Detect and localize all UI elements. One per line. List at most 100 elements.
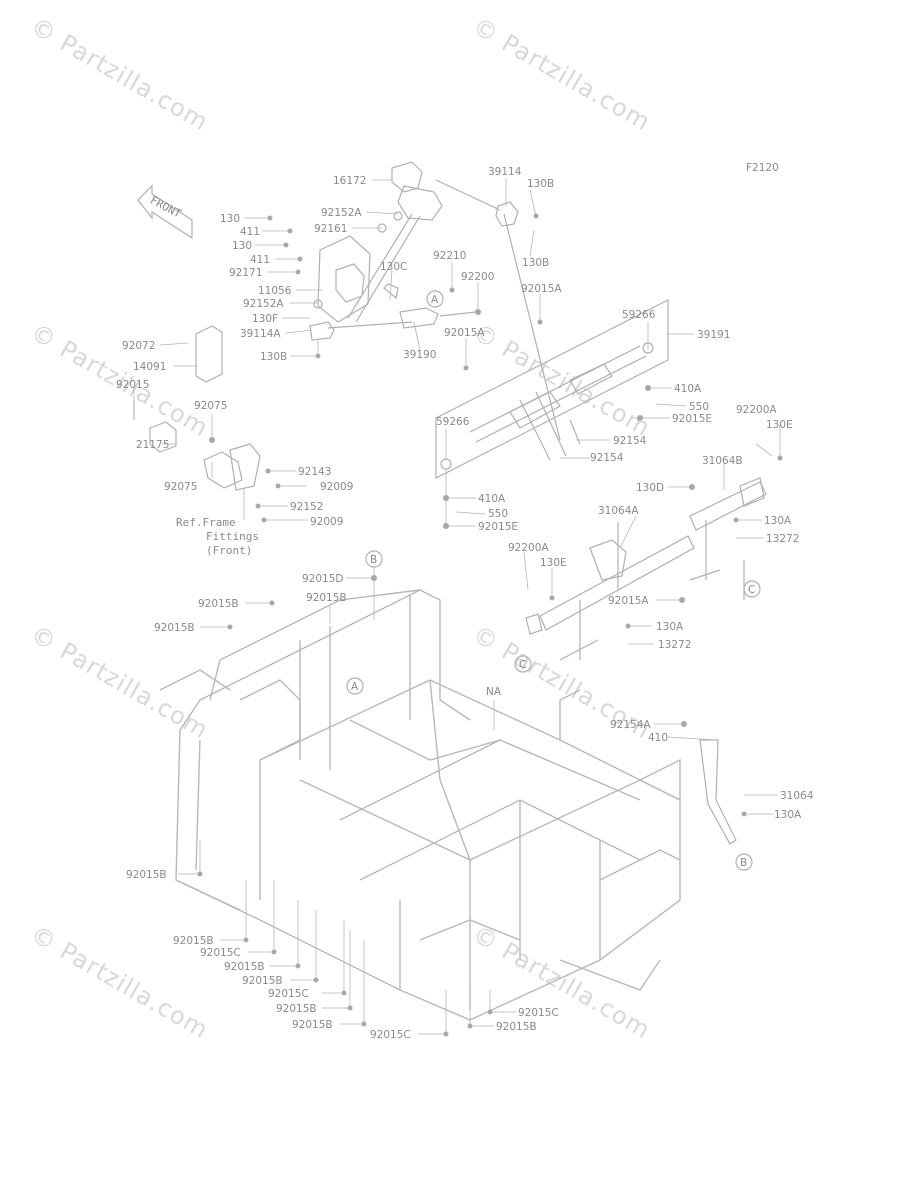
steering-rack-group [435, 213, 669, 479]
part-label: 92015B [276, 1003, 317, 1015]
part-label: 39191 [697, 329, 730, 341]
part-label: 31064A [598, 505, 639, 517]
part-label: 11056 [258, 285, 292, 297]
part-label: 59266 [436, 416, 470, 428]
part-label: 92009 [320, 481, 353, 493]
part-label: 92015 [116, 379, 149, 391]
part-label: 130A [656, 621, 684, 633]
part-label: 31064 [780, 790, 814, 802]
part-label: 550 [488, 508, 508, 520]
ref-note-line: Ref.Frame [176, 516, 236, 529]
part-label: 92015B [496, 1021, 537, 1033]
part-label: 13272 [658, 639, 691, 651]
part-label: 92015C [200, 947, 241, 959]
part-label: 130F [252, 313, 278, 325]
part-label: 92015B [173, 935, 214, 947]
svg-text:A: A [431, 294, 439, 306]
part-label: 92015A [444, 327, 485, 339]
callout-c-2: C [514, 655, 532, 673]
part-label: 130 [220, 213, 240, 225]
part-label: 411 [240, 226, 260, 238]
part-label: 130E [540, 557, 567, 569]
steering-column-group [309, 161, 519, 341]
part-label: 92152A [243, 298, 284, 310]
part-label: 14091 [133, 361, 166, 373]
part-label: 92015D [302, 573, 344, 585]
svg-text:C: C [748, 584, 755, 596]
part-label: 92154A [610, 719, 651, 731]
ref-note-line: (Front) [206, 544, 252, 557]
right-bracket-group [525, 477, 767, 845]
part-label: 130B [527, 178, 554, 190]
svg-text:B: B [740, 857, 747, 869]
part-label: 410A [478, 493, 506, 505]
part-label: 92200 [461, 271, 494, 283]
svg-text:C: C [519, 659, 526, 671]
part-label: 92161 [314, 223, 347, 235]
part-label: 130D [636, 482, 664, 494]
leader-lines [133, 178, 781, 1035]
part-label: 92015A [521, 283, 562, 295]
main-frame [159, 589, 681, 1021]
part-label: 92210 [433, 250, 466, 262]
part-label: 59266 [622, 309, 656, 321]
leader-dots [197, 213, 783, 1037]
part-label: 410 [648, 732, 668, 744]
part-label: 39114A [240, 328, 281, 340]
part-label: 92015B [126, 869, 167, 881]
left-bracket-group [133, 325, 261, 491]
callout-c-1: C [743, 580, 761, 598]
part-label: 92015E [478, 521, 518, 533]
part-label: 550 [689, 401, 709, 413]
part-label: 410A [674, 383, 702, 395]
part-label: 39190 [403, 349, 436, 361]
part-label: 16172 [333, 175, 366, 187]
callout-b-2: B [735, 853, 753, 871]
part-label: NA [486, 686, 502, 698]
part-label: 92072 [122, 340, 155, 352]
part-label: 39114 [488, 166, 522, 178]
part-labels: 16172 92152A 92161 130 411 130 411 92171… [116, 166, 814, 1041]
part-label: 92075 [164, 481, 197, 493]
part-label: 92200A [508, 542, 549, 554]
part-label: 92009 [310, 516, 343, 528]
part-label: 92200A [736, 404, 777, 416]
ref-note-line: Fittings [206, 530, 259, 543]
part-label: 92015C [268, 988, 309, 1000]
part-label: 130B [522, 257, 549, 269]
part-label: 130B [260, 351, 287, 363]
part-label: 92015B [198, 598, 239, 610]
part-label: 92015B [242, 975, 283, 987]
part-label: 92015A [608, 595, 649, 607]
callout-a-1: A [426, 290, 444, 308]
front-label: FRONT [148, 194, 184, 221]
part-label: 92015B [306, 592, 347, 604]
part-label: 130C [380, 261, 407, 273]
part-label: 92015E [672, 413, 712, 425]
part-label: 92152A [321, 207, 362, 219]
part-label: 92015B [292, 1019, 333, 1031]
part-label: 411 [250, 254, 270, 266]
part-label: 92015C [518, 1007, 559, 1019]
part-label: 31064B [702, 455, 743, 467]
figure-code: F2120 [746, 162, 779, 174]
part-label: 92152 [290, 501, 323, 513]
part-label: 92015B [154, 622, 195, 634]
part-label: 92015C [370, 1029, 411, 1041]
callout-b-1: B [365, 550, 383, 568]
part-label: 130 [232, 240, 252, 252]
part-label: 92171 [229, 267, 262, 279]
part-label: 130A [774, 809, 802, 821]
svg-text:B: B [370, 554, 377, 566]
front-arrow-icon: FRONT [137, 184, 193, 240]
part-label: 92154 [590, 452, 624, 464]
part-label: 92154 [613, 435, 647, 447]
part-label: 92015B [224, 961, 265, 973]
callout-a-2: A [346, 677, 364, 695]
part-label: 13272 [766, 533, 799, 545]
part-label: 130A [764, 515, 792, 527]
part-label: 92143 [298, 466, 331, 478]
part-label: 21175 [136, 439, 169, 451]
